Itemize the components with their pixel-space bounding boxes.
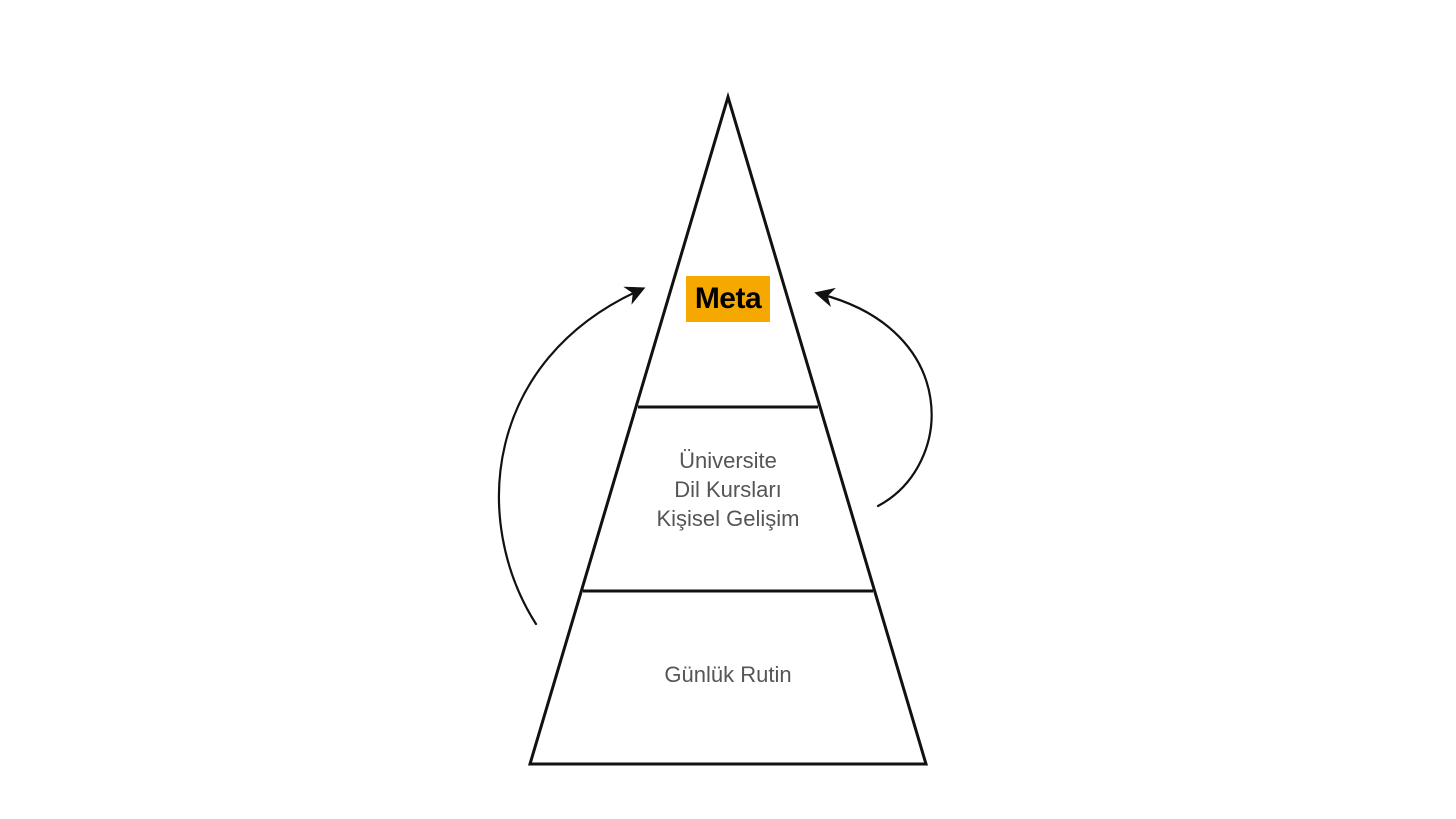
pyramid-outline xyxy=(527,91,929,766)
bottom-tier-label: Günlük Rutin xyxy=(664,662,792,687)
middle-tier-item: Dil Kursları xyxy=(674,477,782,502)
middle-tier-item: Üniversite xyxy=(679,448,777,473)
left-cycle-arrow xyxy=(497,286,646,626)
right-cycle-arrow xyxy=(814,287,933,508)
middle-tier-item: Kişisel Gelişim xyxy=(656,506,800,531)
meta-label: Meta xyxy=(686,276,770,322)
middle-tier-labels: Üniversite Dil Kursları Kişisel Gelişim xyxy=(608,446,848,533)
